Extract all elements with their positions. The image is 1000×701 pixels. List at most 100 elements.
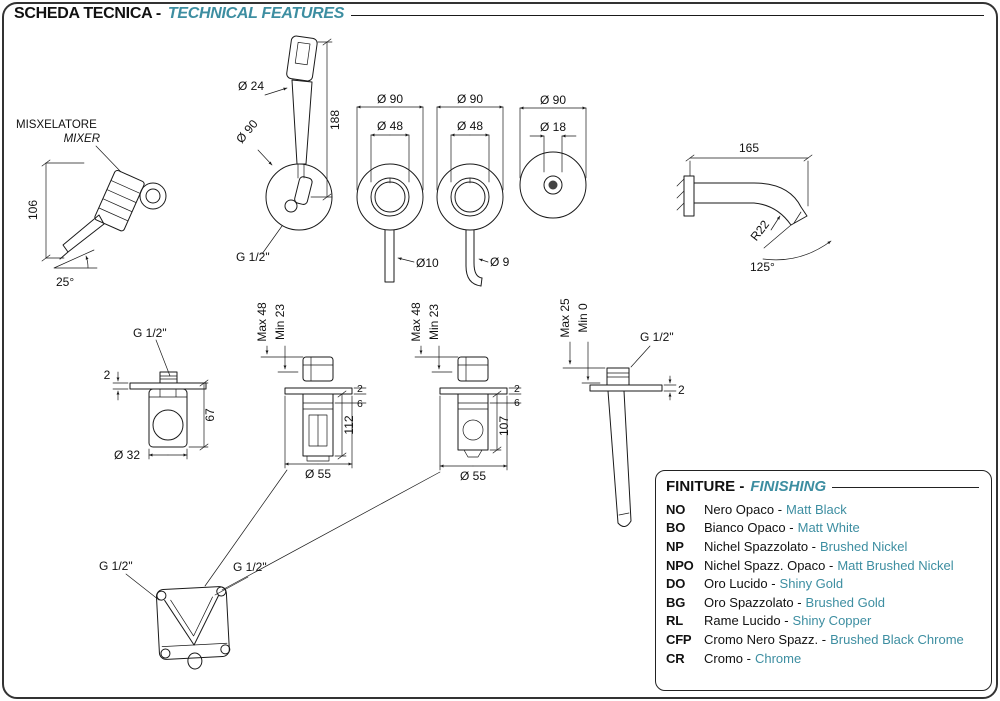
finish-row: DO Oro Lucido - Shiny Gold [666, 574, 981, 593]
dim-vside2-diameter: Ø 55 [460, 469, 486, 483]
finish-name-en: Matt Black [786, 501, 847, 517]
dim-vside2-max: Max 48 [409, 302, 423, 342]
dim-valve1-outer: Ø 90 [377, 92, 403, 106]
dim-spoutside-min: Min 0 [576, 303, 590, 333]
dim-handshower-thread: G 1/2" [236, 250, 270, 264]
dim-spoutside-plate: 2 [678, 383, 685, 397]
finish-row: NO Nero Opaco - Matt Black [666, 500, 981, 519]
dim-vside1-max: Max 48 [255, 302, 269, 342]
valve-side-view-2 [414, 345, 522, 471]
mixer-label-en: MIXER [64, 133, 100, 145]
dim-flange-height: 67 [203, 408, 217, 422]
finish-code: CFP [666, 631, 692, 647]
finish-name-en: Shiny Copper [792, 613, 872, 629]
finish-name-it: Oro Spazzolato - [704, 594, 802, 610]
finish-name-it: Nichel Spazz. Opaco - [704, 557, 834, 573]
header-rule [351, 15, 984, 16]
dim-body-thread-left: G 1/2" [99, 559, 133, 573]
dim-valve2-inner: Ø 48 [457, 119, 483, 133]
dim-spoutside-max: Max 25 [558, 298, 572, 338]
finish-code: NP [666, 538, 684, 554]
dim-handshower-rosette: Ø 90 [233, 117, 261, 146]
dim-spoutface-inner: Ø 18 [540, 120, 566, 134]
finishes-title-italian: FINITURE - [666, 478, 745, 495]
finishes-list: NO Nero Opaco - Matt Black BO Bianco Opa… [656, 497, 991, 667]
spout-side-view [562, 341, 677, 527]
finish-name-en: Matt Brushed Nickel [837, 557, 954, 573]
dim-vside1-diameter: Ø 55 [305, 467, 331, 481]
dim-handshower-head: Ø 24 [238, 79, 264, 93]
dim-flange-plate: 2 [104, 368, 111, 382]
finish-name-it: Bianco Opaco - [704, 520, 794, 536]
flange-side-view [112, 339, 209, 460]
finish-name-it: Oro Lucido - [704, 576, 776, 592]
valve-side-view-1 [260, 345, 367, 469]
page-header: SCHEDA TECNICA - TECHNICAL FEATURES [14, 5, 984, 23]
finish-row: RL Rame Lucido - Shiny Copper [666, 612, 981, 631]
dim-body-thread-right: G 1/2" [233, 560, 267, 574]
finish-name-en: Chrome [754, 650, 802, 666]
dim-spoutface-outer: Ø 90 [540, 93, 566, 107]
valve-top-view-1 [356, 105, 424, 283]
finish-name-en: Brushed Nickel [820, 538, 908, 554]
finish-name-en: Matt White [797, 520, 860, 536]
dim-flange-thread: G 1/2" [133, 326, 167, 340]
finish-row: BO Bianco Opaco - Matt White [666, 519, 981, 538]
dim-vside2-depth: 107 [497, 416, 511, 436]
dim-vside1-depth: 112 [342, 415, 356, 434]
dim-flange-diameter: Ø 32 [114, 448, 140, 462]
finish-code: BG [666, 594, 686, 610]
finish-row: CFP Cromo Nero Spazz. - Brushed Black Ch… [666, 630, 981, 649]
finish-name-it: Nichel Spazzolato - [704, 538, 816, 554]
concealed-body-drawing [125, 469, 441, 670]
finish-name-it: Rame Lucido - [704, 613, 789, 629]
dim-mixer-height: 106 [26, 200, 40, 220]
finish-code: CR [666, 650, 685, 666]
dim-spoutside-thread: G 1/2" [640, 330, 674, 344]
finish-row: NPO Nichel Spazz. Opaco - Matt Brushed N… [666, 556, 981, 575]
dim-valve1-stem: Ø10 [416, 256, 439, 270]
finishes-title-rule [832, 487, 979, 488]
dim-spout-reach: 165 [739, 141, 759, 155]
dim-vside1-gap: 6 [357, 398, 363, 410]
dim-handshower-length: 188 [328, 110, 342, 130]
finish-name-it: Cromo - [704, 650, 751, 666]
finish-code: BO [666, 520, 686, 536]
wall-spout-drawing [676, 154, 832, 261]
spout-face-view [519, 106, 587, 219]
finishes-panel: FINITURE - FINISHING NO Nero Opaco - Mat… [655, 470, 992, 691]
finish-name-en: Brushed Black Chrome [830, 631, 964, 647]
finish-name-en: Shiny Gold [779, 576, 844, 592]
dim-vside1-plate: 2 [357, 383, 363, 395]
dim-valve2-outer: Ø 90 [457, 92, 483, 106]
page-title-english: TECHNICAL FEATURES [167, 5, 345, 22]
finishes-title: FINITURE - FINISHING [656, 471, 991, 497]
mixer-label-it: MISXELATORE [16, 119, 97, 131]
handshower-drawing [257, 35, 333, 255]
finish-row: BG Oro Spazzolato - Brushed Gold [666, 593, 981, 612]
dim-vside2-plate: 2 [514, 383, 520, 395]
dim-vside2-min: Min 23 [427, 304, 441, 340]
valve-top-view-2 [436, 105, 504, 287]
finish-name-it: Nero Opaco - [704, 501, 783, 517]
finishes-title-english: FINISHING [750, 478, 827, 495]
finish-code: NPO [666, 557, 694, 573]
dim-spout-radius: R22 [748, 217, 773, 243]
finish-code: DO [666, 576, 686, 592]
dim-spout-angle: 125° [750, 260, 775, 274]
page-title-italian: SCHEDA TECNICA - [14, 5, 161, 22]
dim-mixer-angle: 25° [56, 275, 74, 289]
mixer-drawing [41, 145, 167, 269]
finish-row: CR Cromo - Chrome [666, 649, 981, 668]
finish-row: NP Nichel Spazzolato - Brushed Nickel [666, 537, 981, 556]
finish-name-en: Brushed Gold [805, 594, 886, 610]
finish-code: NO [666, 501, 686, 517]
dim-valve1-inner: Ø 48 [377, 119, 403, 133]
finish-code: RL [666, 613, 683, 629]
dim-vside1-min: Min 23 [273, 304, 287, 340]
dim-vside2-gap: 6 [514, 397, 520, 409]
dim-valve2-stem: Ø 9 [490, 255, 510, 269]
